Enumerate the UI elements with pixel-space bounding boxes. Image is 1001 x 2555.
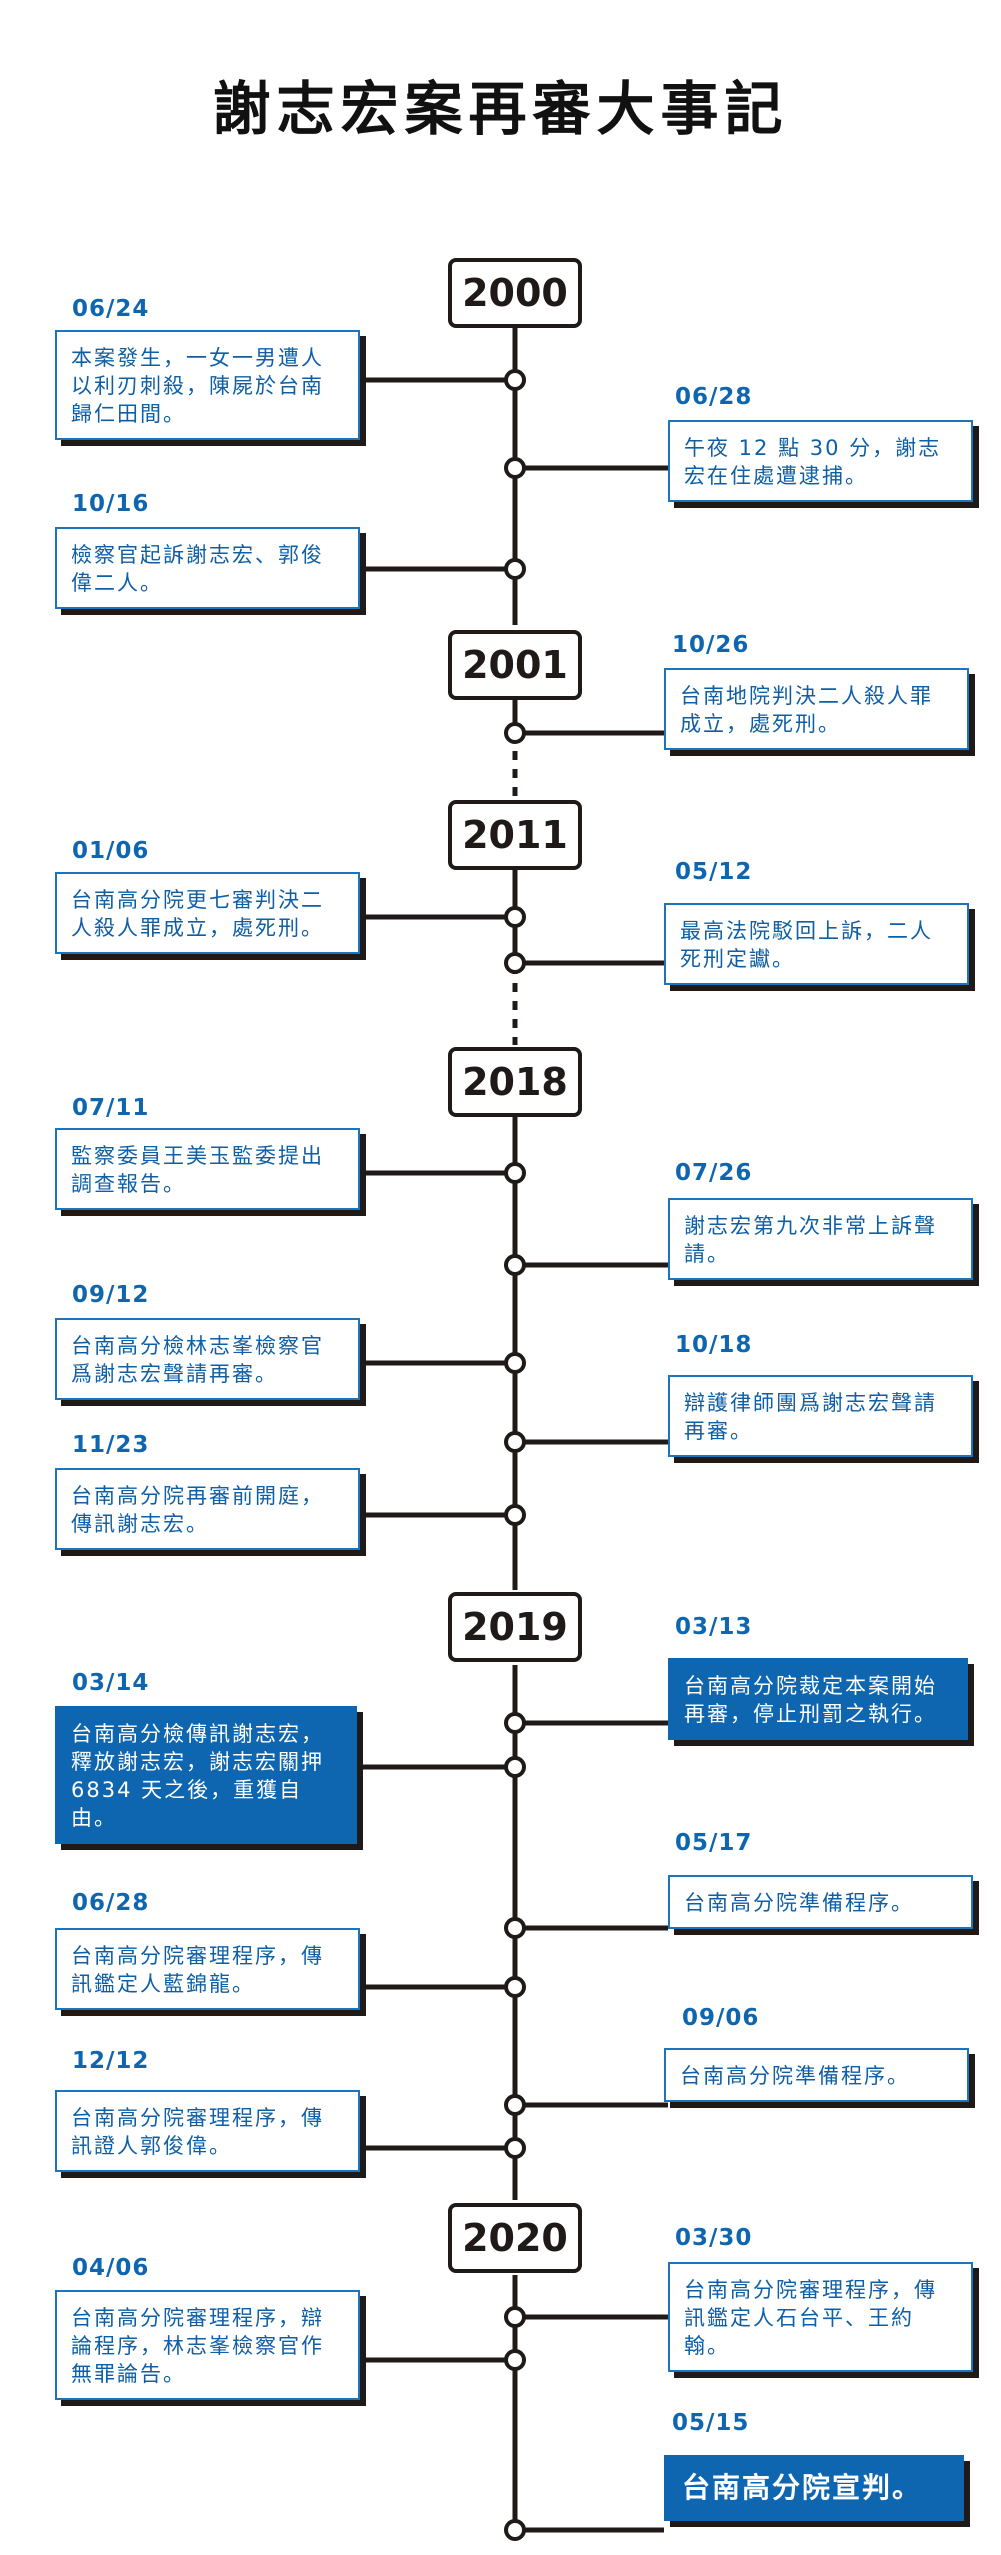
event-box-highlight: 台南高分院裁定本案開始再審，停止刑罰之執行。 — [668, 1658, 968, 1740]
timeline-node — [504, 722, 526, 744]
event-box: 台南高分檢林志峯檢察官爲謝志宏聲請再審。 — [55, 1318, 360, 1400]
event-box: 台南高分院更七審判決二人殺人罪成立，處死刑。 — [55, 872, 360, 954]
event-box: 台南高分院審理程序，辯論程序，林志峯檢察官作無罪論告。 — [55, 2290, 360, 2400]
timeline-node — [504, 952, 526, 974]
event-date: 09/12 — [72, 1282, 150, 1308]
event-date: 10/16 — [72, 491, 150, 517]
year-marker-2018: 2018 — [448, 1047, 582, 1117]
timeline-node — [504, 1254, 526, 1276]
timeline-node — [504, 2094, 526, 2116]
event-box: 午夜 12 點 30 分，謝志宏在住處遭逮捕。 — [668, 420, 973, 502]
event-date: 11/23 — [72, 1432, 150, 1458]
timeline-node — [504, 906, 526, 928]
timeline-node — [504, 2349, 526, 2371]
timeline-node — [504, 1976, 526, 1998]
year-marker-2020: 2020 — [448, 2203, 582, 2273]
event-date: 06/24 — [72, 296, 150, 322]
event-date: 06/28 — [675, 384, 753, 410]
year-marker-2000: 2000 — [448, 258, 582, 328]
timeline-node — [504, 1712, 526, 1734]
event-date: 03/13 — [675, 1614, 753, 1640]
event-box: 監察委員王美玉監委提出調查報告。 — [55, 1128, 360, 1210]
page-title: 謝志宏案再審大事記 — [212, 75, 789, 143]
timeline-node — [504, 2306, 526, 2328]
event-box: 台南高分院審理程序，傳訊鑑定人藍錦龍。 — [55, 1928, 360, 2010]
year-marker-2019: 2019 — [448, 1592, 582, 1662]
event-box: 台南高分院審理程序，傳訊證人郭俊偉。 — [55, 2090, 360, 2172]
event-box-highlight: 台南高分檢傳訊謝志宏，釋放謝志宏，謝志宏關押 6834 天之後，重獲自由。 — [55, 1706, 357, 1844]
event-box: 辯護律師團爲謝志宏聲請再審。 — [668, 1375, 973, 1457]
timeline-node — [504, 1431, 526, 1453]
timeline-node — [504, 2137, 526, 2159]
event-date: 10/18 — [675, 1332, 753, 1358]
event-date: 04/06 — [72, 2255, 150, 2281]
event-box: 台南高分院準備程序。 — [668, 1875, 973, 1929]
event-box: 本案發生，一女一男遭人以利刃刺殺，陳屍於台南歸仁田間。 — [55, 330, 360, 440]
event-box: 最高法院駁回上訴，二人死刑定讞。 — [664, 903, 969, 985]
event-date: 05/15 — [672, 2410, 750, 2436]
timeline-node — [504, 457, 526, 479]
event-date: 07/11 — [72, 1095, 150, 1121]
timeline-node — [504, 1162, 526, 1184]
timeline-node — [504, 369, 526, 391]
timeline-node — [504, 2519, 526, 2541]
event-box: 檢察官起訴謝志宏、郭俊偉二人。 — [55, 527, 360, 609]
timeline-node — [504, 1917, 526, 1939]
timeline-node — [504, 1504, 526, 1526]
event-box: 台南高分院再審前開庭，傳訊謝志宏。 — [55, 1468, 360, 1550]
year-marker-2001: 2001 — [448, 630, 582, 700]
timeline-node — [504, 1352, 526, 1374]
timeline-node — [504, 1756, 526, 1778]
event-box: 台南高分院準備程序。 — [664, 2048, 969, 2102]
timeline-node — [504, 558, 526, 580]
event-date: 06/28 — [72, 1890, 150, 1916]
event-date: 01/06 — [72, 838, 150, 864]
event-box: 台南地院判決二人殺人罪成立，處死刑。 — [664, 668, 969, 750]
event-date: 07/26 — [675, 1160, 753, 1186]
event-box-highlight: 台南高分院宣判。 — [664, 2455, 964, 2521]
event-date: 12/12 — [72, 2048, 150, 2074]
event-box: 台南高分院審理程序，傳訊鑑定人石台平、王約翰。 — [668, 2262, 973, 2372]
event-date: 10/26 — [672, 632, 750, 658]
event-box: 謝志宏第九次非常上訴聲請。 — [668, 1198, 973, 1280]
event-date: 09/06 — [682, 2005, 760, 2031]
event-date: 05/12 — [675, 859, 753, 885]
event-date: 03/30 — [675, 2225, 753, 2251]
event-date: 05/17 — [675, 1830, 753, 1856]
event-date: 03/14 — [72, 1670, 150, 1696]
year-marker-2011: 2011 — [448, 800, 582, 870]
